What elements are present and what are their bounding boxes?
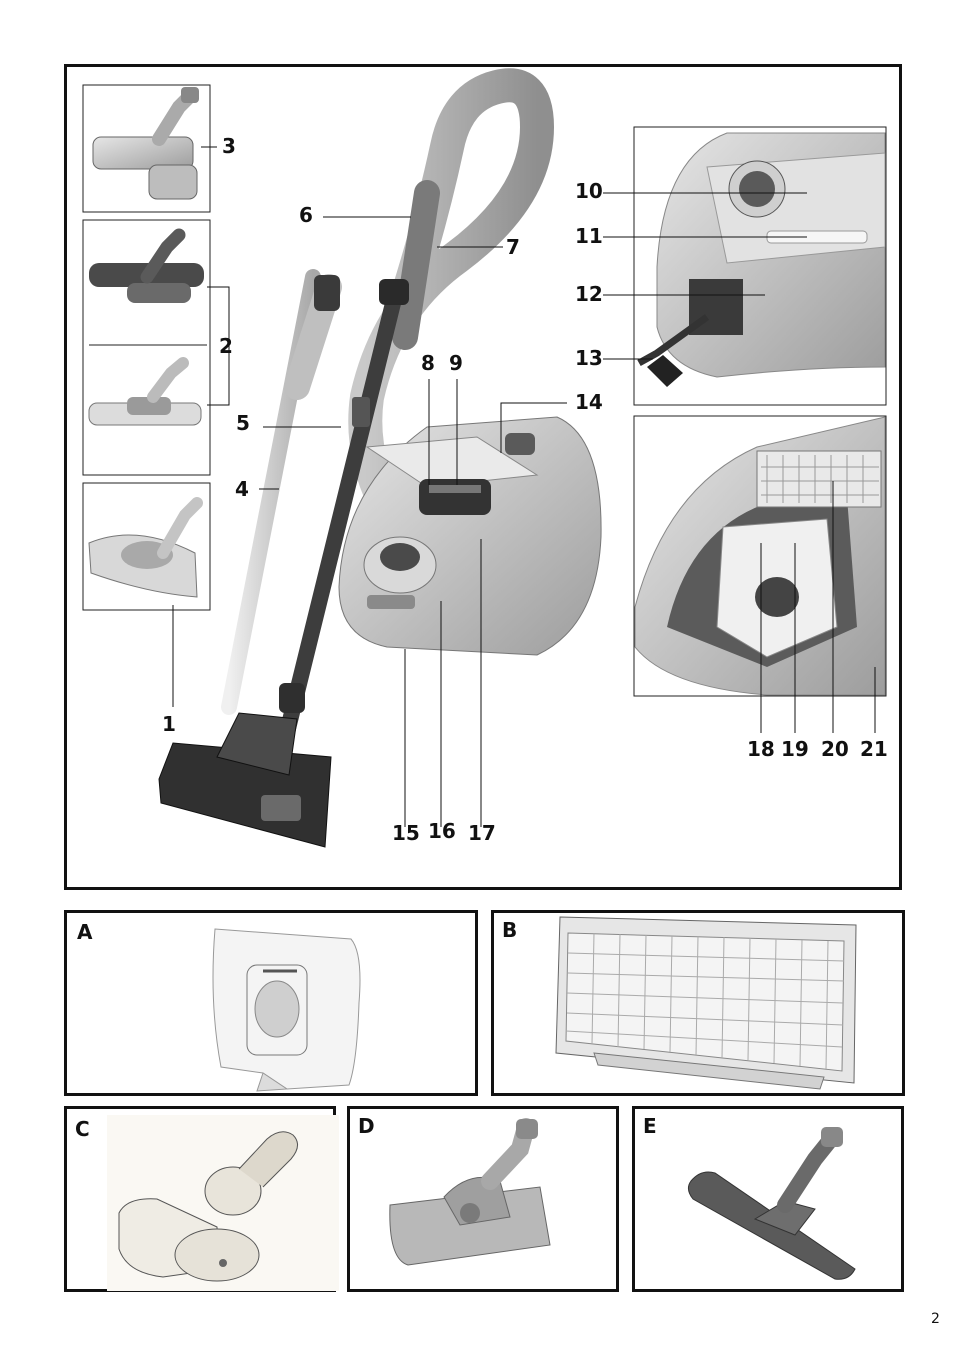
panel-b-letter: B xyxy=(502,918,518,942)
main-figure-drawing xyxy=(82,68,887,848)
handle-tube-drawing xyxy=(273,279,409,765)
vacuum-body-drawing xyxy=(338,416,602,656)
callout-3: 3 xyxy=(222,134,236,158)
callout-9: 9 xyxy=(449,351,463,375)
callout-15: 15 xyxy=(392,821,420,845)
turbo-attachment-drawing xyxy=(107,1115,339,1291)
page-number: 2 xyxy=(931,1311,940,1327)
panel-d-turbo-brush: D xyxy=(347,1106,619,1292)
panel-c-turbo-attachment: C xyxy=(64,1106,339,1292)
callout-12: 12 xyxy=(575,282,603,306)
callout-20: 20 xyxy=(821,737,849,761)
panel-d-letter: D xyxy=(358,1114,375,1138)
floor-nozzle-drawing xyxy=(158,712,332,848)
callout-6: 6 xyxy=(299,203,313,227)
callout-10: 10 xyxy=(575,179,603,203)
callout-14: 14 xyxy=(575,390,603,414)
callout-19: 19 xyxy=(781,737,809,761)
panel-c-letter: C xyxy=(75,1117,90,1141)
panel-a-dust-bag: A xyxy=(64,910,478,1096)
callout-2: 2 xyxy=(219,334,233,358)
bag-compartment-inset xyxy=(633,415,887,697)
control-panel-inset xyxy=(633,126,887,406)
turbo-brush-drawing xyxy=(389,1118,551,1266)
callout-13: 13 xyxy=(575,346,603,370)
panel-b-filter: B xyxy=(491,910,905,1096)
panel-e-letter: E xyxy=(643,1114,657,1138)
callout-4: 4 xyxy=(235,477,249,501)
dust-bag-drawing xyxy=(212,928,361,1092)
floor-brush-drawing xyxy=(687,1127,856,1280)
turbo-brush-thumbnail xyxy=(82,84,211,213)
parquet-brush-thumbnail xyxy=(82,482,211,611)
callout-11: 11 xyxy=(575,224,603,248)
floor-brushes-thumbnail xyxy=(82,219,211,476)
callout-1: 1 xyxy=(162,712,176,736)
panel-a-letter: A xyxy=(77,920,93,944)
callout-leader-lines xyxy=(172,146,876,827)
callout-17: 17 xyxy=(468,821,496,845)
panel-e-floor-brush: E xyxy=(632,1106,904,1292)
callout-16: 16 xyxy=(428,819,456,843)
filter-drawing xyxy=(555,916,857,1090)
callout-8: 8 xyxy=(421,351,435,375)
callout-5: 5 xyxy=(236,411,250,435)
callout-7: 7 xyxy=(506,235,520,259)
callout-21: 21 xyxy=(860,737,888,761)
telescopic-tube-drawing xyxy=(221,269,342,715)
callout-18: 18 xyxy=(747,737,775,761)
main-figure-frame: 1 2 3 4 5 6 7 8 9 10 11 12 13 14 15 16 1… xyxy=(64,64,902,890)
